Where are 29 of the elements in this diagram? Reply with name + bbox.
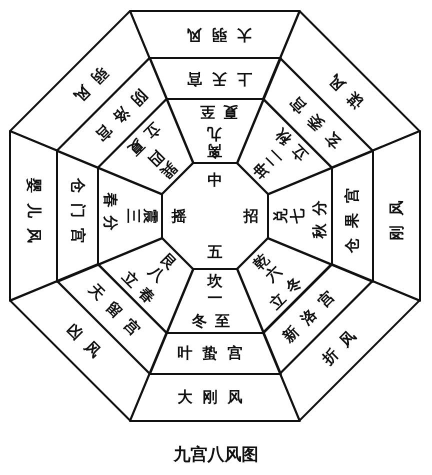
wind-label: 弱风: [64, 64, 110, 111]
trigram-label: 巽四: [145, 146, 180, 181]
palace-label: 仓门宫: [70, 178, 85, 254]
trigram-label: 坎一: [207, 273, 222, 307]
wind-label: 谋风: [320, 64, 366, 111]
trigram-label: 震三: [124, 208, 158, 224]
solar-term-label: 夏至: [192, 104, 238, 118]
wind-label: 刚风: [389, 190, 404, 241]
center-label: 招: [244, 208, 258, 224]
wind-label: 折风: [320, 321, 366, 368]
center-label: 摇: [172, 208, 186, 224]
wind-label: 大刚风: [177, 390, 252, 405]
solar-term-label: 冬至: [192, 314, 238, 328]
trigram-label: 乾六: [250, 251, 285, 286]
figure-caption: 九宫八风图: [172, 444, 260, 466]
center-label: 五: [208, 244, 222, 260]
wind-label: 大弱风: [177, 27, 252, 42]
solar-term-label: 秋分: [312, 192, 328, 239]
center-label: 中: [208, 172, 222, 188]
trigram-label: 离九: [207, 125, 222, 159]
palace-label: 仓果宫: [345, 178, 360, 254]
solar-term-label: 春分: [102, 192, 118, 239]
trigram-label: 坤二: [250, 146, 285, 181]
trigram-label: 兑七: [272, 208, 306, 224]
palace-label: 叶蛰宫: [177, 346, 252, 361]
wind-label: 婴儿风: [26, 178, 41, 254]
wind-label: 凶风: [64, 321, 110, 368]
palace-label: 上天宫: [177, 71, 252, 86]
trigram-label: 艮八: [145, 251, 180, 286]
